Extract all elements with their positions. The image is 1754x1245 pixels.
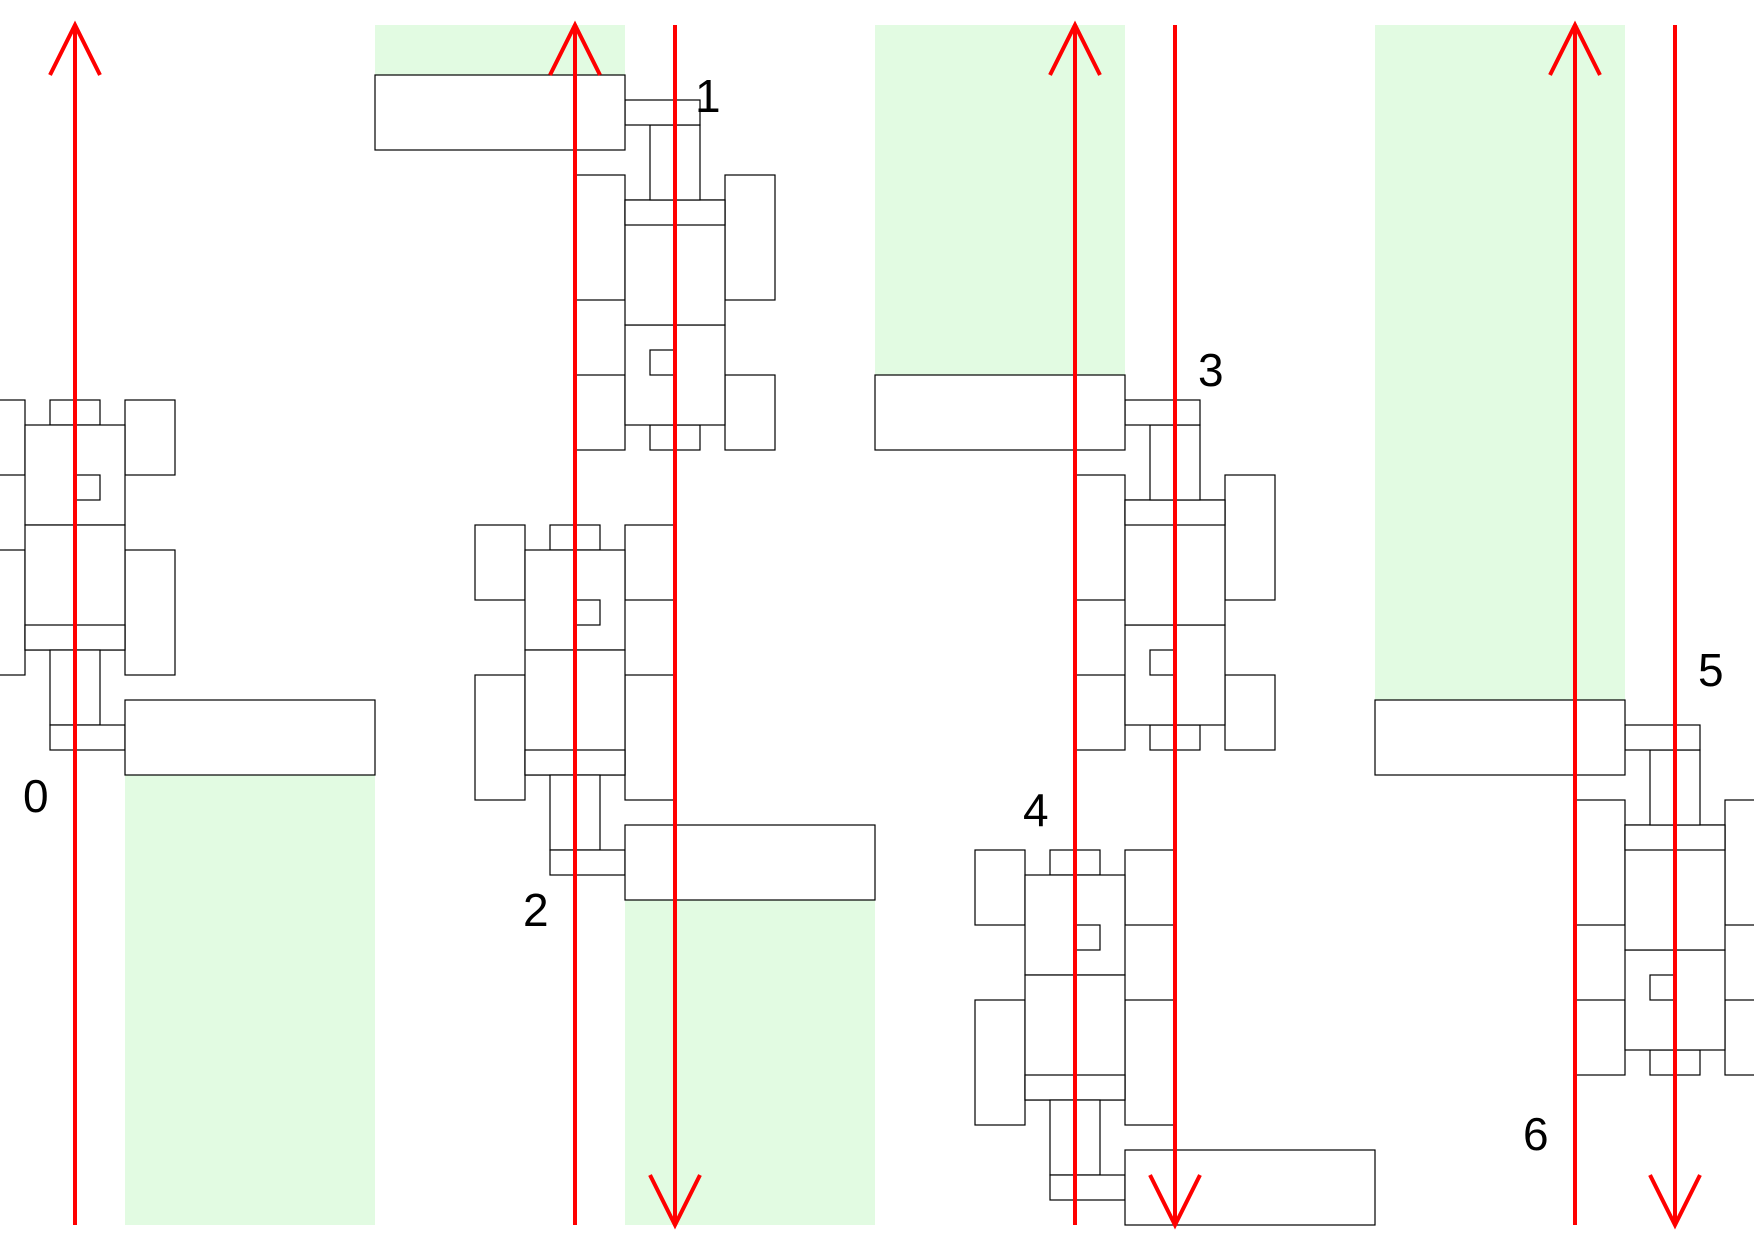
worked-strip-5 bbox=[1375, 25, 1625, 725]
step-label-6: 6 bbox=[1523, 1108, 1549, 1160]
tractor-1-wheel-rr bbox=[574, 174, 626, 301]
pass-arrow-up-1 bbox=[548, 20, 602, 1225]
tractor-1-hitch bbox=[624, 99, 701, 126]
worked-strips bbox=[125, 25, 1625, 1225]
step-label-1: 1 bbox=[695, 70, 721, 122]
tractor-4-hitch bbox=[1049, 1174, 1126, 1201]
implement-1 bbox=[374, 74, 626, 151]
tractor-1-wheel-rl bbox=[724, 174, 776, 301]
tractor-5-wheel-fl bbox=[1724, 999, 1754, 1076]
implement-2 bbox=[624, 824, 876, 901]
tractor-5-steering-mark bbox=[1649, 974, 1676, 1001]
tractor-3-wheel-rr bbox=[1074, 474, 1126, 601]
tractor-0-wheel-fl bbox=[0, 399, 26, 476]
tractor-5-hitch bbox=[1624, 724, 1701, 751]
worked-strip-3 bbox=[875, 25, 1125, 400]
tractor-4 bbox=[974, 849, 1176, 1201]
tractor-4-wheel-rl bbox=[974, 999, 1026, 1126]
tractor-0-wheel-fr bbox=[124, 399, 176, 476]
tractor-5-wheel-rr bbox=[1574, 799, 1626, 926]
worked-strip-2 bbox=[625, 875, 875, 1225]
pass-arrow-down-3 bbox=[1648, 25, 1702, 1230]
tractor-0-hitch bbox=[49, 724, 126, 751]
tractor-0-wheel-rl bbox=[0, 549, 26, 676]
tractor-4-wheel-fr bbox=[1124, 849, 1176, 926]
tractor-2-hitch bbox=[549, 849, 626, 876]
implement-5 bbox=[1374, 699, 1626, 776]
tractor-2-wheel-rl bbox=[474, 674, 526, 801]
step-label-5: 5 bbox=[1698, 644, 1724, 696]
pass-arrow-down-2 bbox=[1148, 25, 1202, 1230]
tractor-5-wheel-fr bbox=[1574, 999, 1626, 1076]
tractor-0-steering-mark bbox=[74, 474, 101, 501]
implement-3 bbox=[874, 374, 1126, 451]
tractor-0-wheel-rr bbox=[124, 549, 176, 676]
pass-arrow-up-3 bbox=[1548, 20, 1602, 1225]
tractor-3-hitch bbox=[1124, 399, 1201, 426]
tractor-4-wheel-rr bbox=[1124, 999, 1176, 1126]
step-label-2: 2 bbox=[523, 884, 549, 936]
implement-0 bbox=[124, 699, 376, 776]
tractor-1-steering-mark bbox=[649, 349, 676, 376]
step-labels: 0 1 2 3 4 5 6 bbox=[23, 70, 1724, 1160]
tractor-2-wheel-fl bbox=[474, 524, 526, 601]
implement-4 bbox=[1124, 1149, 1376, 1226]
worked-strip-0 bbox=[125, 750, 375, 1225]
tractor-5-wheel-rl bbox=[1724, 799, 1754, 926]
tractor-4-wheel-fl bbox=[974, 849, 1026, 926]
tractor-1-wheel-fr bbox=[574, 374, 626, 451]
tractor-4-steering-mark bbox=[1074, 924, 1101, 951]
tractor-3-wheel-fl bbox=[1224, 674, 1276, 751]
tractor-1-wheel-fl bbox=[724, 374, 776, 451]
tractor-2-steering-mark bbox=[574, 599, 601, 626]
pass-arrow-up-2 bbox=[1048, 20, 1102, 1225]
tractor-3-wheel-rl bbox=[1224, 474, 1276, 601]
tractor-2-wheel-fr bbox=[624, 524, 676, 601]
tractor-0 bbox=[0, 399, 176, 751]
tractor-5 bbox=[1574, 724, 1754, 1076]
tractor-2-wheel-rr bbox=[624, 674, 676, 801]
pass-arrow-down-1 bbox=[648, 25, 702, 1230]
step-label-4: 4 bbox=[1023, 784, 1049, 836]
pass-arrows bbox=[48, 20, 1702, 1230]
tractor-3-steering-mark bbox=[1149, 649, 1176, 676]
step-label-3: 3 bbox=[1198, 344, 1224, 396]
pass-arrow-up-0 bbox=[48, 20, 102, 1225]
tractor-3-wheel-fr bbox=[1074, 674, 1126, 751]
step-label-0: 0 bbox=[23, 770, 49, 822]
